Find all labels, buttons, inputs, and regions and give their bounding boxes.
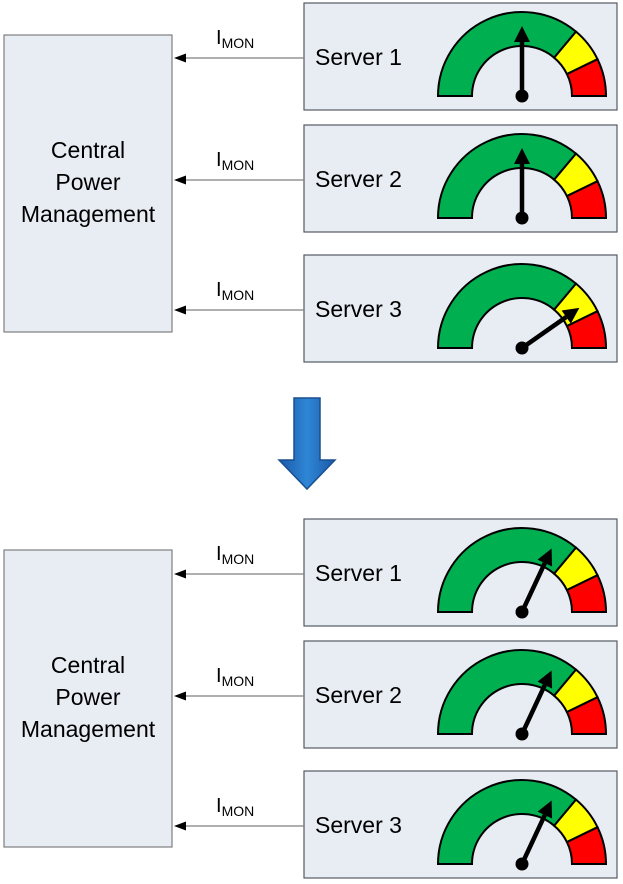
manager-label-line: Central	[51, 137, 125, 163]
gauge-icon	[436, 527, 608, 619]
imon-connector: IMON	[174, 279, 304, 315]
server-name: Server 3	[315, 812, 402, 838]
gauge-green-zone	[436, 133, 578, 219]
server-name: Server 2	[315, 166, 402, 192]
gauge-icon	[436, 133, 608, 225]
gauge-red-zone	[565, 309, 608, 349]
gauge-needle-icon	[514, 26, 530, 103]
server-3-panel: Server 3	[303, 254, 618, 363]
gauge-red-zone	[565, 825, 608, 865]
imon-connector: IMON	[174, 149, 304, 185]
server-2-panel: Server 2	[303, 124, 618, 233]
gauge-needle-icon	[515, 307, 580, 355]
gauge-pivot	[515, 89, 529, 103]
server-3-panel: Server 3	[303, 770, 618, 879]
arrowhead-icon	[174, 305, 186, 315]
gauge-pivot	[515, 605, 529, 619]
imon-connector: IMON	[174, 795, 304, 831]
server-2-panel: Server 2	[303, 640, 618, 749]
gauge-pivot	[515, 341, 529, 355]
gauge-icon	[436, 11, 608, 103]
server-name: Server 1	[315, 44, 402, 70]
arrowhead-icon	[174, 569, 186, 579]
gauge-icon	[436, 649, 608, 741]
gauge-icon	[436, 779, 608, 871]
manager-label-line: Central	[51, 652, 125, 678]
imon-label: IMON	[216, 149, 254, 173]
manager-label-line: Management	[21, 201, 156, 227]
manager-box-frame	[3, 34, 173, 333]
manager-label-line: Management	[21, 716, 156, 742]
imon-connector: IMON	[174, 27, 304, 63]
manager-label-line: Power	[55, 169, 121, 195]
arrowhead-icon	[174, 175, 186, 185]
gauge-pivot	[515, 727, 529, 741]
gauge-red-zone	[565, 57, 608, 97]
gauge-needle-icon	[515, 670, 553, 741]
server-name: Server 1	[315, 560, 402, 586]
imon-label: IMON	[216, 27, 254, 51]
imon-label: IMON	[216, 665, 254, 689]
imon-label: IMON	[216, 279, 254, 303]
server-1-panel: Server 1	[303, 2, 618, 111]
arrowhead-icon	[174, 53, 186, 63]
gauge-green-zone	[436, 263, 578, 349]
imon-label: IMON	[216, 795, 254, 819]
imon-connector: IMON	[174, 543, 304, 579]
manager-box-frame	[3, 549, 173, 848]
gauge-needle-icon	[515, 800, 553, 871]
server-1-panel: Server 1	[303, 518, 618, 627]
gauge-red-zone	[565, 179, 608, 219]
gauge-needle-icon	[515, 548, 553, 619]
gauge-pivot	[515, 211, 529, 225]
imon-connector: IMON	[174, 665, 304, 701]
imon-label: IMON	[216, 543, 254, 567]
gauge-green-zone	[436, 11, 578, 97]
gauge-green-zone	[436, 527, 578, 613]
manager-label-line: Power	[55, 684, 121, 710]
gauge-red-zone	[565, 573, 608, 613]
gauge-green-zone	[436, 779, 578, 865]
gauge-red-zone	[565, 695, 608, 735]
gauge-icon	[436, 263, 608, 355]
gauge-needle-icon	[514, 148, 530, 225]
gauge-pivot	[515, 857, 529, 871]
server-name: Server 3	[315, 296, 402, 322]
gauge-green-zone	[436, 649, 578, 735]
down-arrow-icon	[277, 397, 337, 491]
arrowhead-icon	[174, 691, 186, 701]
arrowhead-icon	[174, 821, 186, 831]
server-name: Server 2	[315, 682, 402, 708]
